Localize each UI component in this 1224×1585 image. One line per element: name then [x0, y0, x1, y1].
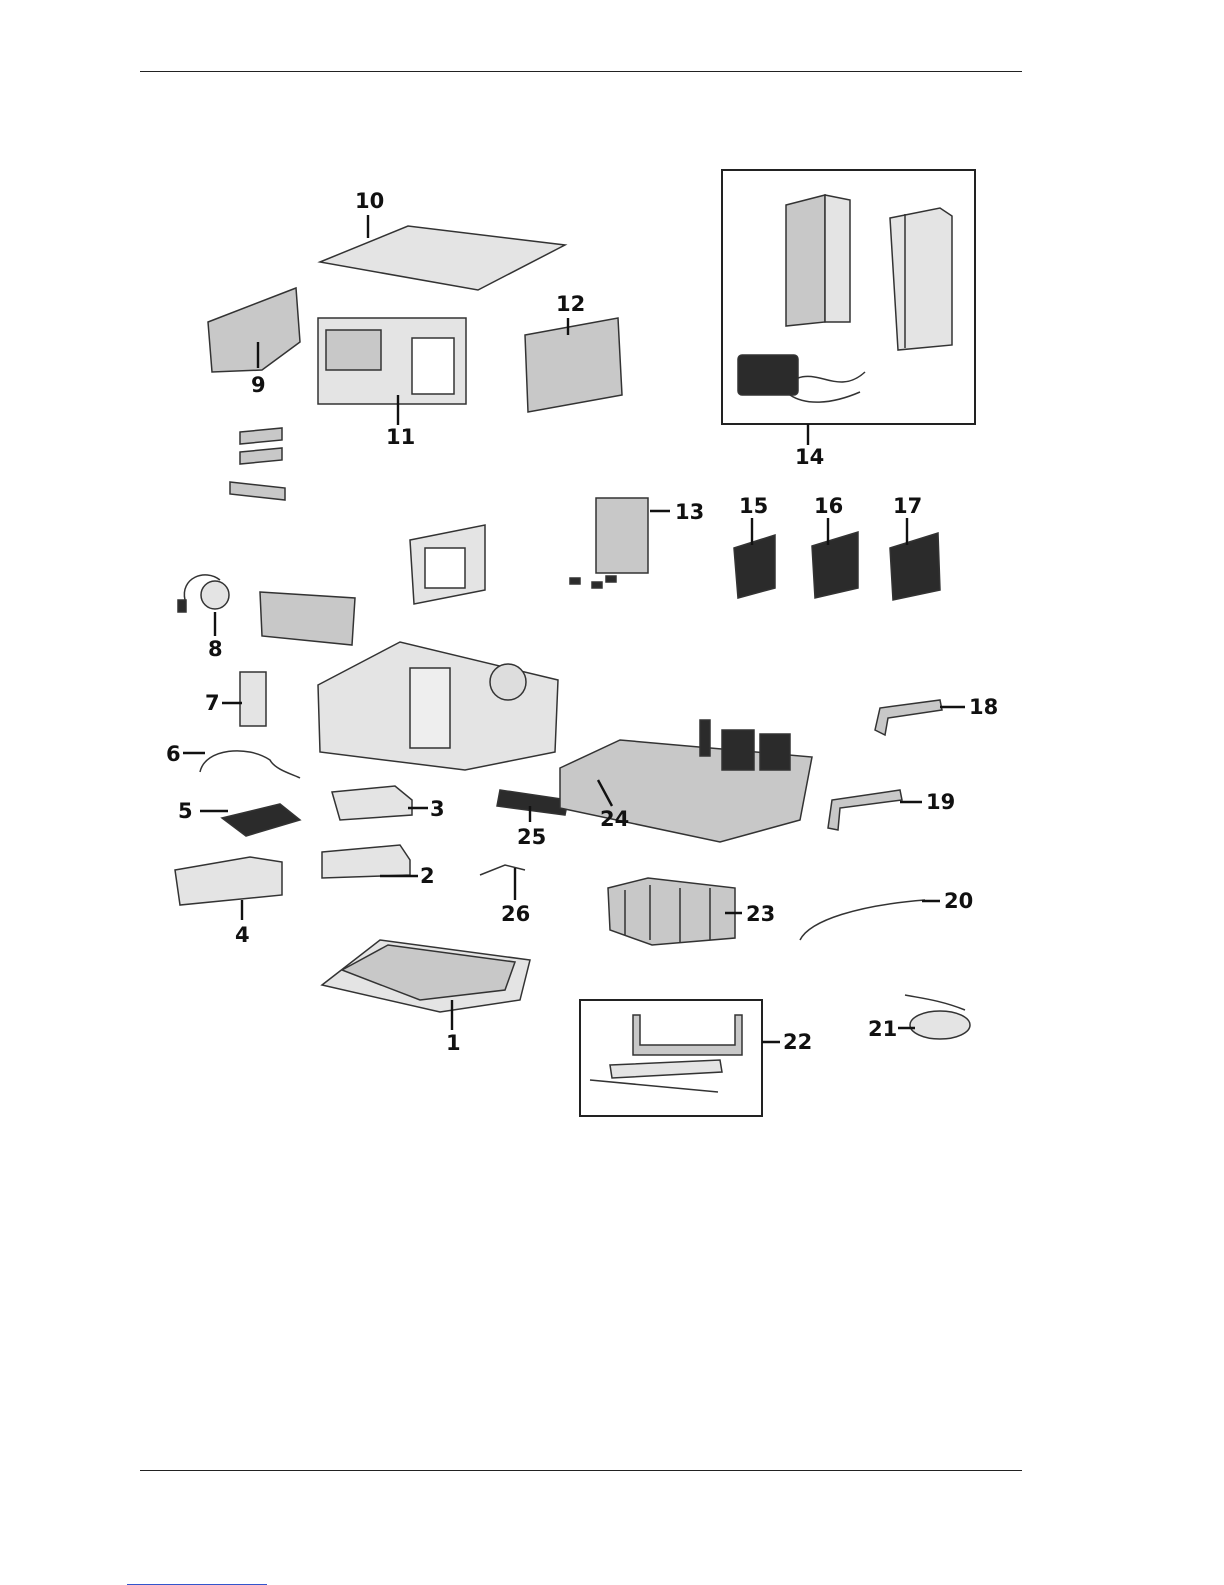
ribbon-cable-19	[828, 790, 902, 830]
callout-22: 22	[783, 1030, 812, 1054]
processor-module	[608, 878, 735, 945]
ribbon-cable-18	[875, 700, 942, 735]
speaker-left	[786, 195, 850, 326]
callout-26: 26	[501, 902, 530, 926]
callout-3: 3	[430, 797, 445, 821]
callout-5: 5	[178, 799, 193, 823]
callout-7: 7	[205, 691, 220, 715]
optical-drive	[322, 845, 410, 878]
chassis	[318, 642, 558, 770]
callout-8: 8	[208, 637, 223, 661]
hard-disk-drive	[222, 804, 300, 836]
callout-21: 21	[868, 1017, 897, 1041]
small-cable	[480, 865, 525, 875]
callout-12: 12	[556, 292, 585, 316]
callout-15: 15	[739, 494, 768, 518]
callout-1: 1	[446, 1031, 461, 1055]
callout-9: 9	[251, 373, 266, 397]
speaker-right	[890, 208, 952, 350]
callout-23: 23	[746, 902, 775, 926]
callout-13: 13	[675, 500, 704, 524]
callout-4: 4	[235, 923, 250, 947]
expansion-slot-covers	[230, 428, 285, 500]
expansion-board-17	[890, 533, 940, 600]
callout-11: 11	[386, 425, 415, 449]
callout-10: 10	[355, 189, 384, 213]
callout-17: 17	[893, 494, 922, 518]
power-cable	[200, 751, 300, 778]
callout-24: 24	[600, 807, 629, 831]
fan-bracket	[260, 592, 355, 645]
diskette-drive	[175, 857, 282, 905]
callout-18: 18	[969, 695, 998, 719]
expansion-board-16	[812, 532, 858, 598]
callout-19: 19	[926, 790, 955, 814]
right-side-panel	[525, 318, 622, 412]
expansion-board-15	[734, 535, 775, 598]
mounting-kit	[590, 1015, 742, 1092]
processor-heatsink	[570, 498, 648, 588]
subwoofer-adapter	[738, 355, 865, 402]
signal-cable	[800, 900, 925, 940]
callout-20: 20	[944, 889, 973, 913]
internal-speaker	[178, 575, 229, 612]
cdrom-drive	[332, 786, 412, 820]
keyboard	[322, 940, 530, 1012]
side-panel	[208, 288, 300, 372]
callout-2: 2	[420, 864, 435, 888]
memory-module	[497, 790, 568, 815]
mouse	[905, 995, 970, 1039]
callout-16: 16	[814, 494, 843, 518]
top-cover	[320, 226, 565, 290]
callout-14: 14	[795, 445, 824, 469]
callout-25: 25	[517, 825, 546, 849]
front-bezel	[318, 318, 466, 404]
drive-cage	[410, 525, 485, 604]
callout-6: 6	[166, 742, 181, 766]
drive-bracket	[240, 672, 266, 726]
